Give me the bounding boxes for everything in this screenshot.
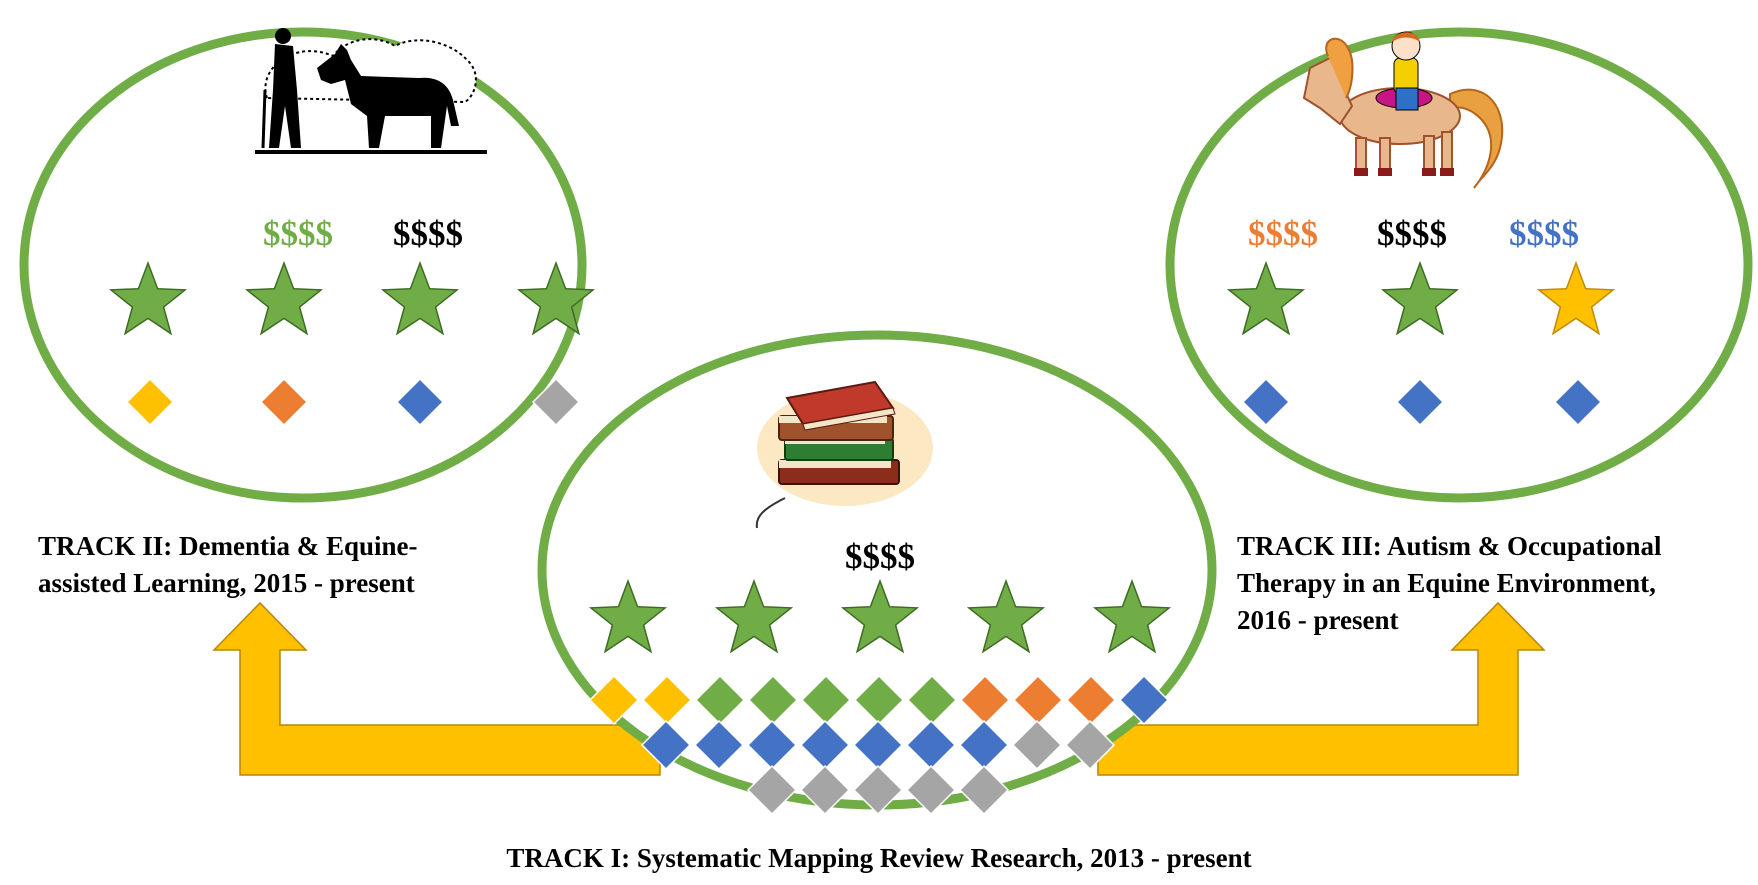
track2-ellipse [19, 27, 587, 503]
track2-diamond-2 [259, 377, 309, 427]
track2-diamond-4 [531, 377, 581, 427]
track1-diamond-r2-2 [693, 719, 745, 771]
track1-star-1 [588, 578, 668, 654]
track3-star-2 [1380, 260, 1460, 336]
track1-diamond-r1-11 [1118, 674, 1170, 726]
track2-diamond-1 [125, 377, 175, 427]
stack-of-books-image [755, 380, 933, 529]
track1-star-4 [966, 578, 1046, 654]
track3-diamond-2 [1395, 377, 1445, 427]
track2-caption-line2: assisted Learning, 2015 - present [38, 568, 415, 598]
track2-star-2 [244, 260, 324, 336]
track1-diamond-r2-8 [1011, 719, 1063, 771]
track3-funding-3: $$$$ [1509, 214, 1579, 253]
track2-star-3 [380, 260, 460, 336]
track2-star-1 [108, 260, 188, 336]
track1-diamond-r3-2 [799, 764, 851, 816]
track1-diamond-r3-1 [746, 764, 798, 816]
track1-diamond-r3-5 [958, 764, 1010, 816]
child-riding-pony-image [1302, 31, 1504, 189]
track3-caption-line3: 2016 - present [1237, 605, 1399, 635]
track1-caption: TRACK I: Systematic Mapping Review Resea… [0, 840, 1758, 877]
track1-diamond-r3-3 [852, 764, 904, 816]
track1-star-3 [840, 578, 920, 654]
track2-star-4 [516, 260, 596, 336]
track3-funding-1: $$$$ [1248, 214, 1318, 253]
track2-caption: TRACK II: Dementia & Equine- assisted Le… [38, 528, 418, 602]
track3-caption: TRACK III: Autism & Occupational Therapy… [1237, 528, 1662, 639]
track3-ellipse [1165, 27, 1753, 503]
track3-diamond-3 [1553, 377, 1603, 427]
track1-diamond-r1-1 [588, 674, 640, 726]
track2-caption-line1: TRACK II: Dementia & Equine- [38, 531, 418, 561]
track3-star-1 [1226, 260, 1306, 336]
track1-star-5 [1092, 578, 1172, 654]
track3-diamond-1 [1241, 377, 1291, 427]
track3-star-3 [1536, 260, 1616, 336]
track1-diamond-r3-4 [905, 764, 957, 816]
track3-caption-line2: Therapy in an Equine Environment, [1237, 568, 1656, 598]
track2-funding-2: $$$$ [393, 214, 463, 253]
track1-diamond-r2-9 [1064, 719, 1116, 771]
track2-funding-1: $$$$ [263, 214, 333, 253]
track1-caption-text: TRACK I: Systematic Mapping Review Resea… [506, 843, 1252, 873]
track1-diamond-r2-1 [640, 719, 692, 771]
track3-funding-2: $$$$ [1377, 214, 1447, 253]
track3-caption-line1: TRACK III: Autism & Occupational [1237, 531, 1662, 561]
track2-diamond-3 [395, 377, 445, 427]
person-with-horse-image [255, 28, 487, 154]
track1-funding-1: $$$$ [845, 537, 915, 576]
track1-star-2 [714, 578, 794, 654]
